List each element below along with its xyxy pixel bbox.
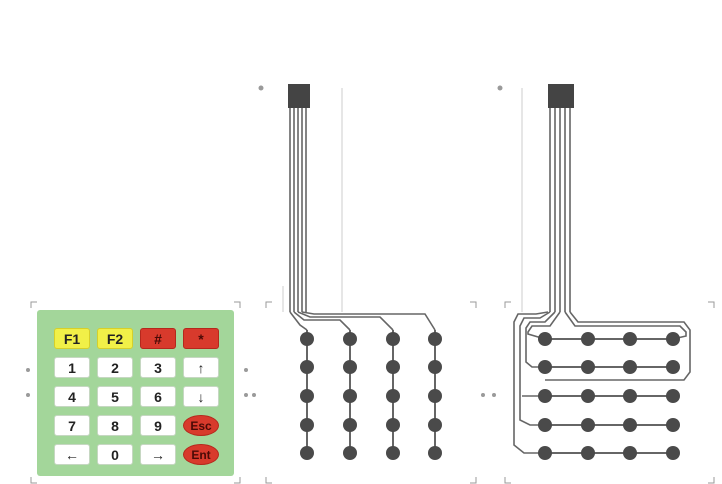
row-route-2 [564, 311, 687, 340]
row-route-1 [545, 311, 691, 381]
row-layer [513, 84, 691, 460]
row-node [623, 418, 637, 432]
row-traces [513, 108, 691, 454]
column-node [343, 360, 357, 374]
key-7[interactable]: 7 [54, 415, 90, 436]
key-left-arrow[interactable]: ← [54, 444, 90, 465]
column-nodes [300, 332, 442, 460]
row-nodes [538, 332, 680, 460]
column-node [300, 332, 314, 346]
registration-dots [26, 85, 503, 397]
key-2[interactable]: 2 [97, 357, 133, 378]
key-star[interactable]: * [183, 328, 219, 349]
key-8[interactable]: 8 [97, 415, 133, 436]
row-node [581, 389, 595, 403]
key-right-arrow[interactable]: → [140, 444, 176, 465]
column-node [386, 446, 400, 460]
key-9[interactable]: 9 [140, 415, 176, 436]
key-5[interactable]: 5 [97, 386, 133, 407]
column-node [300, 418, 314, 432]
key-0[interactable]: 0 [97, 444, 133, 465]
column-node [300, 389, 314, 403]
row-route-3 [525, 311, 556, 368]
keypad-crop-marks [30, 301, 715, 484]
key-4[interactable]: 4 [54, 386, 90, 407]
column-node [343, 332, 357, 346]
key-down-arrow[interactable]: ↓ [183, 386, 219, 407]
column-node [386, 332, 400, 346]
row-route-5 [527, 311, 561, 340]
row-node [666, 360, 680, 374]
key-ent[interactable]: Ent [183, 444, 219, 465]
row-node [623, 360, 637, 374]
column-node [428, 446, 442, 460]
column-route-1 [289, 311, 308, 331]
row-node [581, 360, 595, 374]
column-connector-tab [288, 84, 310, 108]
key-up-arrow[interactable]: ↑ [183, 357, 219, 378]
key-f1[interactable]: F1 [54, 328, 90, 349]
column-traces [289, 108, 436, 331]
row-node [666, 389, 680, 403]
row-node [538, 446, 552, 460]
key-esc[interactable]: Esc [183, 415, 219, 436]
column-node [343, 418, 357, 432]
column-layer [282, 84, 442, 460]
row-node [666, 332, 680, 346]
column-route-3 [297, 311, 394, 331]
column-node [300, 446, 314, 460]
column-node [343, 389, 357, 403]
row-node [581, 418, 595, 432]
row-route-4 [519, 311, 551, 426]
row-node [538, 360, 552, 374]
key-hash[interactable]: # [140, 328, 176, 349]
row-connector-tab [548, 84, 574, 108]
row-node [623, 446, 637, 460]
row-node [538, 332, 552, 346]
column-node [343, 446, 357, 460]
key-f2[interactable]: F2 [97, 328, 133, 349]
key-6[interactable]: 6 [140, 386, 176, 407]
row-node [538, 389, 552, 403]
row-node [666, 418, 680, 432]
column-route-2 [293, 311, 351, 331]
column-node [386, 389, 400, 403]
column-node [386, 418, 400, 432]
column-node [386, 360, 400, 374]
row-node [666, 446, 680, 460]
column-node [428, 332, 442, 346]
column-node [300, 360, 314, 374]
row-route-6 [513, 311, 549, 454]
row-node [581, 446, 595, 460]
row-node [581, 332, 595, 346]
row-node [538, 418, 552, 432]
column-node [428, 418, 442, 432]
column-node [428, 389, 442, 403]
row-node [623, 332, 637, 346]
column-lines [306, 330, 436, 453]
row-node [623, 389, 637, 403]
key-3[interactable]: 3 [140, 357, 176, 378]
column-route-4 [301, 311, 436, 331]
column-node [428, 360, 442, 374]
key-1[interactable]: 1 [54, 357, 90, 378]
row-lines [545, 338, 673, 454]
